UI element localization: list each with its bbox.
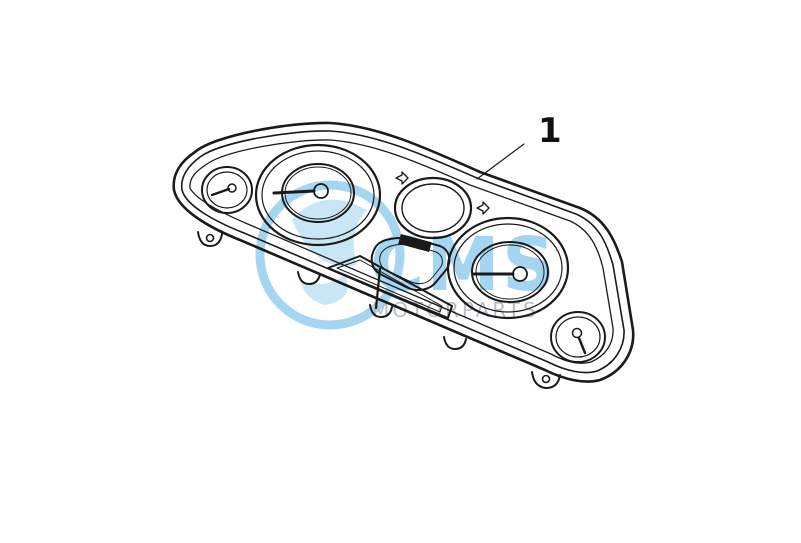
turn-signal-left-icon <box>395 171 409 185</box>
watermark-logo: CMS MOTORPARTS <box>255 180 555 330</box>
speedometer-face <box>261 150 375 240</box>
center-gauge <box>393 176 473 240</box>
warning-panel-outline <box>327 255 453 319</box>
lcd-indicator-strip <box>398 234 432 252</box>
mounting-hole-1 <box>205 233 215 243</box>
warning-panel-inner <box>336 259 443 313</box>
fuel-gauge-needle <box>210 187 231 197</box>
mounting-tab-1 <box>197 231 223 247</box>
tachometer-face <box>453 223 563 313</box>
speedometer-bezel <box>254 143 382 247</box>
callout-leader-line <box>476 143 525 180</box>
instrument-cluster <box>172 121 635 389</box>
tachometer-dial <box>471 241 549 303</box>
center-gauge-bezel <box>393 176 473 240</box>
tachometer-dial-inner <box>475 244 545 300</box>
housing-outer <box>172 121 635 383</box>
warning-light-panel <box>327 255 453 319</box>
warning-panel-divider <box>374 267 382 310</box>
temperature-gauge-pivot <box>571 327 583 339</box>
watermark-circle <box>255 180 405 330</box>
mounting-tab-3 <box>369 304 393 318</box>
fuel-gauge-ring <box>201 166 253 214</box>
callout-label[interactable]: 1 <box>538 111 562 151</box>
watermark-globe-land <box>292 199 367 267</box>
mounting-tab-5 <box>531 371 561 389</box>
temperature-gauge-needle <box>577 336 587 355</box>
speedometer <box>254 143 382 247</box>
center-gauge-face <box>401 183 465 233</box>
bezel-rim <box>189 139 614 364</box>
lcd-display <box>370 234 451 291</box>
tachometer <box>446 216 570 320</box>
temperature-gauge-face <box>555 316 601 358</box>
fuel-gauge <box>201 166 253 214</box>
tachometer-bezel <box>446 216 570 320</box>
watermark-globe-land-2 <box>300 275 348 305</box>
fuel-gauge-face <box>206 171 248 209</box>
mounting-hole-5 <box>541 374 551 384</box>
temperature-gauge <box>550 311 606 363</box>
fuel-gauge-pivot <box>227 183 237 193</box>
temperature-gauge-ring <box>550 311 606 363</box>
turn-signal-right-icon <box>476 201 490 215</box>
housing-inner <box>180 130 625 374</box>
speedometer-needle <box>272 189 316 195</box>
mounting-tab-4 <box>443 336 467 350</box>
mounting-tab-2 <box>297 271 321 285</box>
